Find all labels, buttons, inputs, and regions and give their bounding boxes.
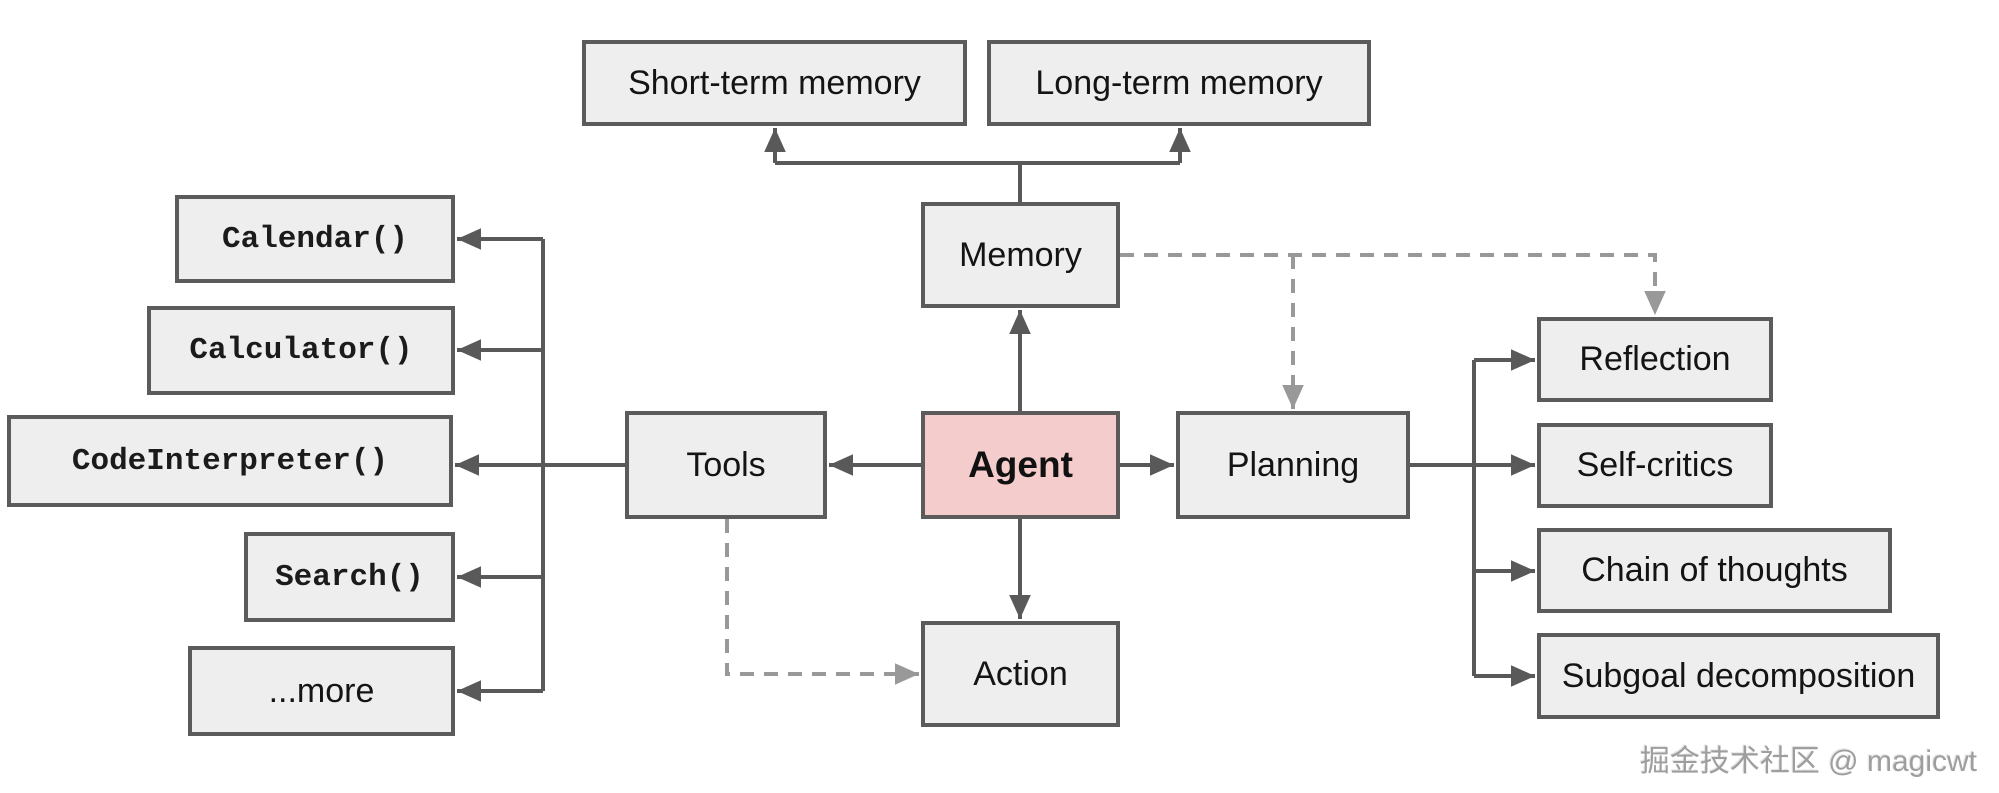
node-self-critics: Self-critics <box>1537 423 1773 508</box>
watermark-text: 掘金技术社区 @ magicwt <box>1639 745 1977 778</box>
node-label: Memory <box>959 235 1082 274</box>
node-label: Calendar() <box>221 221 409 257</box>
node-label: Calculator() <box>189 333 413 368</box>
node-code-interpreter-tool: CodeInterpreter() <box>7 415 453 507</box>
node-label: Short-term memory <box>628 63 921 102</box>
node-tools: Tools <box>625 411 827 519</box>
dashed-arrow-tools-to-action <box>725 519 919 685</box>
node-more-tools: ...more <box>188 646 455 736</box>
node-label: Subgoal decomposition <box>1561 656 1916 695</box>
node-label: Action <box>973 654 1068 693</box>
node-search-tool: Search() <box>244 532 455 622</box>
node-calendar-tool: Calendar() <box>175 195 455 283</box>
node-label: Planning <box>1226 445 1360 484</box>
node-memory: Memory <box>921 202 1120 308</box>
node-label: Self-critics <box>1576 446 1734 484</box>
node-label: Agent <box>968 444 1073 485</box>
node-chain-of-thoughts: Chain of thoughts <box>1537 528 1892 613</box>
line-memory-split <box>775 161 1180 202</box>
node-long-term-memory: Long-term memory <box>987 40 1371 126</box>
node-action: Action <box>921 621 1120 727</box>
node-label: Long-term memory <box>1035 63 1323 102</box>
node-label: CodeInterpreter() <box>71 443 389 479</box>
node-reflection: Reflection <box>1537 317 1773 402</box>
node-label: Search() <box>275 559 424 595</box>
node-label: Tools <box>686 445 766 484</box>
node-planning: Planning <box>1176 411 1410 519</box>
node-calculator-tool: Calculator() <box>147 306 455 395</box>
node-subgoal-decomposition: Subgoal decomposition <box>1537 633 1940 719</box>
node-agent: Agent <box>921 411 1120 519</box>
node-label: ...more <box>268 671 375 710</box>
node-label: Reflection <box>1579 340 1731 378</box>
dashed-arrow-memory-to-reflection <box>1120 253 1666 315</box>
node-label: Chain of thoughts <box>1581 551 1848 589</box>
node-short-term-memory: Short-term memory <box>582 40 967 126</box>
